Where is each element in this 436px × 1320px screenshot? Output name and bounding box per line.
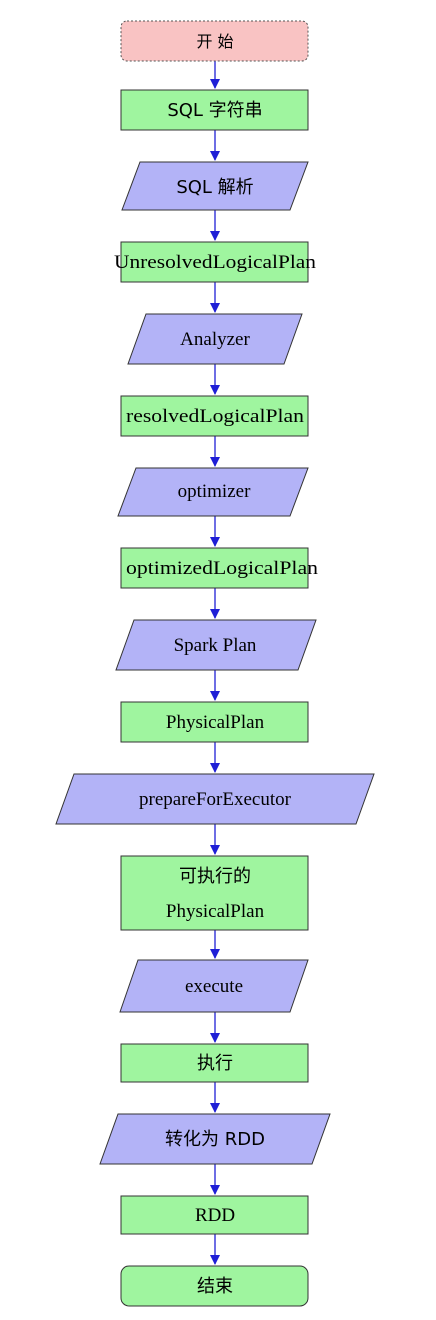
end-label: 结束 [197,1276,233,1297]
unresolved-plan-label: UnresolvedLogicalPlan [114,252,317,273]
optimized-plan-label: optimizedLogicalPlan [126,558,319,579]
executable-label-line2: PhysicalPlan [166,901,265,922]
process-resolved-logical-plan: resolvedLogicalPlan [120,395,309,437]
process-unresolved-logical-plan: UnresolvedLogicalPlan [114,241,317,283]
io-optimizer: optimizer [117,467,309,517]
sql-string-label: SQL 字符串 [167,100,262,121]
io-analyzer: Analyzer [127,313,303,365]
process-physical-plan: PhysicalPlan [120,701,309,743]
io-spark-plan: Spark Plan [115,619,317,671]
spark-plan-label: Spark Plan [174,635,257,656]
analyzer-label: Analyzer [180,329,250,350]
physical-plan-label: PhysicalPlan [166,712,265,733]
rdd-label: RDD [195,1205,235,1226]
process-sql-string: SQL 字符串 [120,89,309,131]
process-executable-physical-plan: 可执行的 PhysicalPlan [120,855,309,931]
executable-label-line1: 可执行的 [179,866,251,887]
process-run: 执行 [120,1043,309,1083]
process-optimized-logical-plan: optimizedLogicalPlan [120,547,319,589]
optimizer-label: optimizer [178,481,251,502]
prepare-for-executor-label: prepareForExecutor [139,789,292,810]
process-rdd: RDD [120,1195,309,1235]
resolved-plan-label: resolvedLogicalPlan [126,406,305,427]
run-label: 执行 [197,1053,233,1074]
sql-parse-label: SQL 解析 [176,177,253,198]
start-label: 开 始 [196,32,233,51]
execute-label: execute [185,976,243,997]
end-node: 结束 [120,1265,309,1307]
io-prepare-for-executor: prepareForExecutor [55,773,375,825]
io-sql-parse: SQL 解析 [121,161,309,211]
to-rdd-label: 转化为 RDD [165,1129,265,1150]
io-execute: execute [119,959,309,1013]
start-node: 开 始 [120,20,309,62]
io-to-rdd: 转化为 RDD [99,1113,331,1165]
